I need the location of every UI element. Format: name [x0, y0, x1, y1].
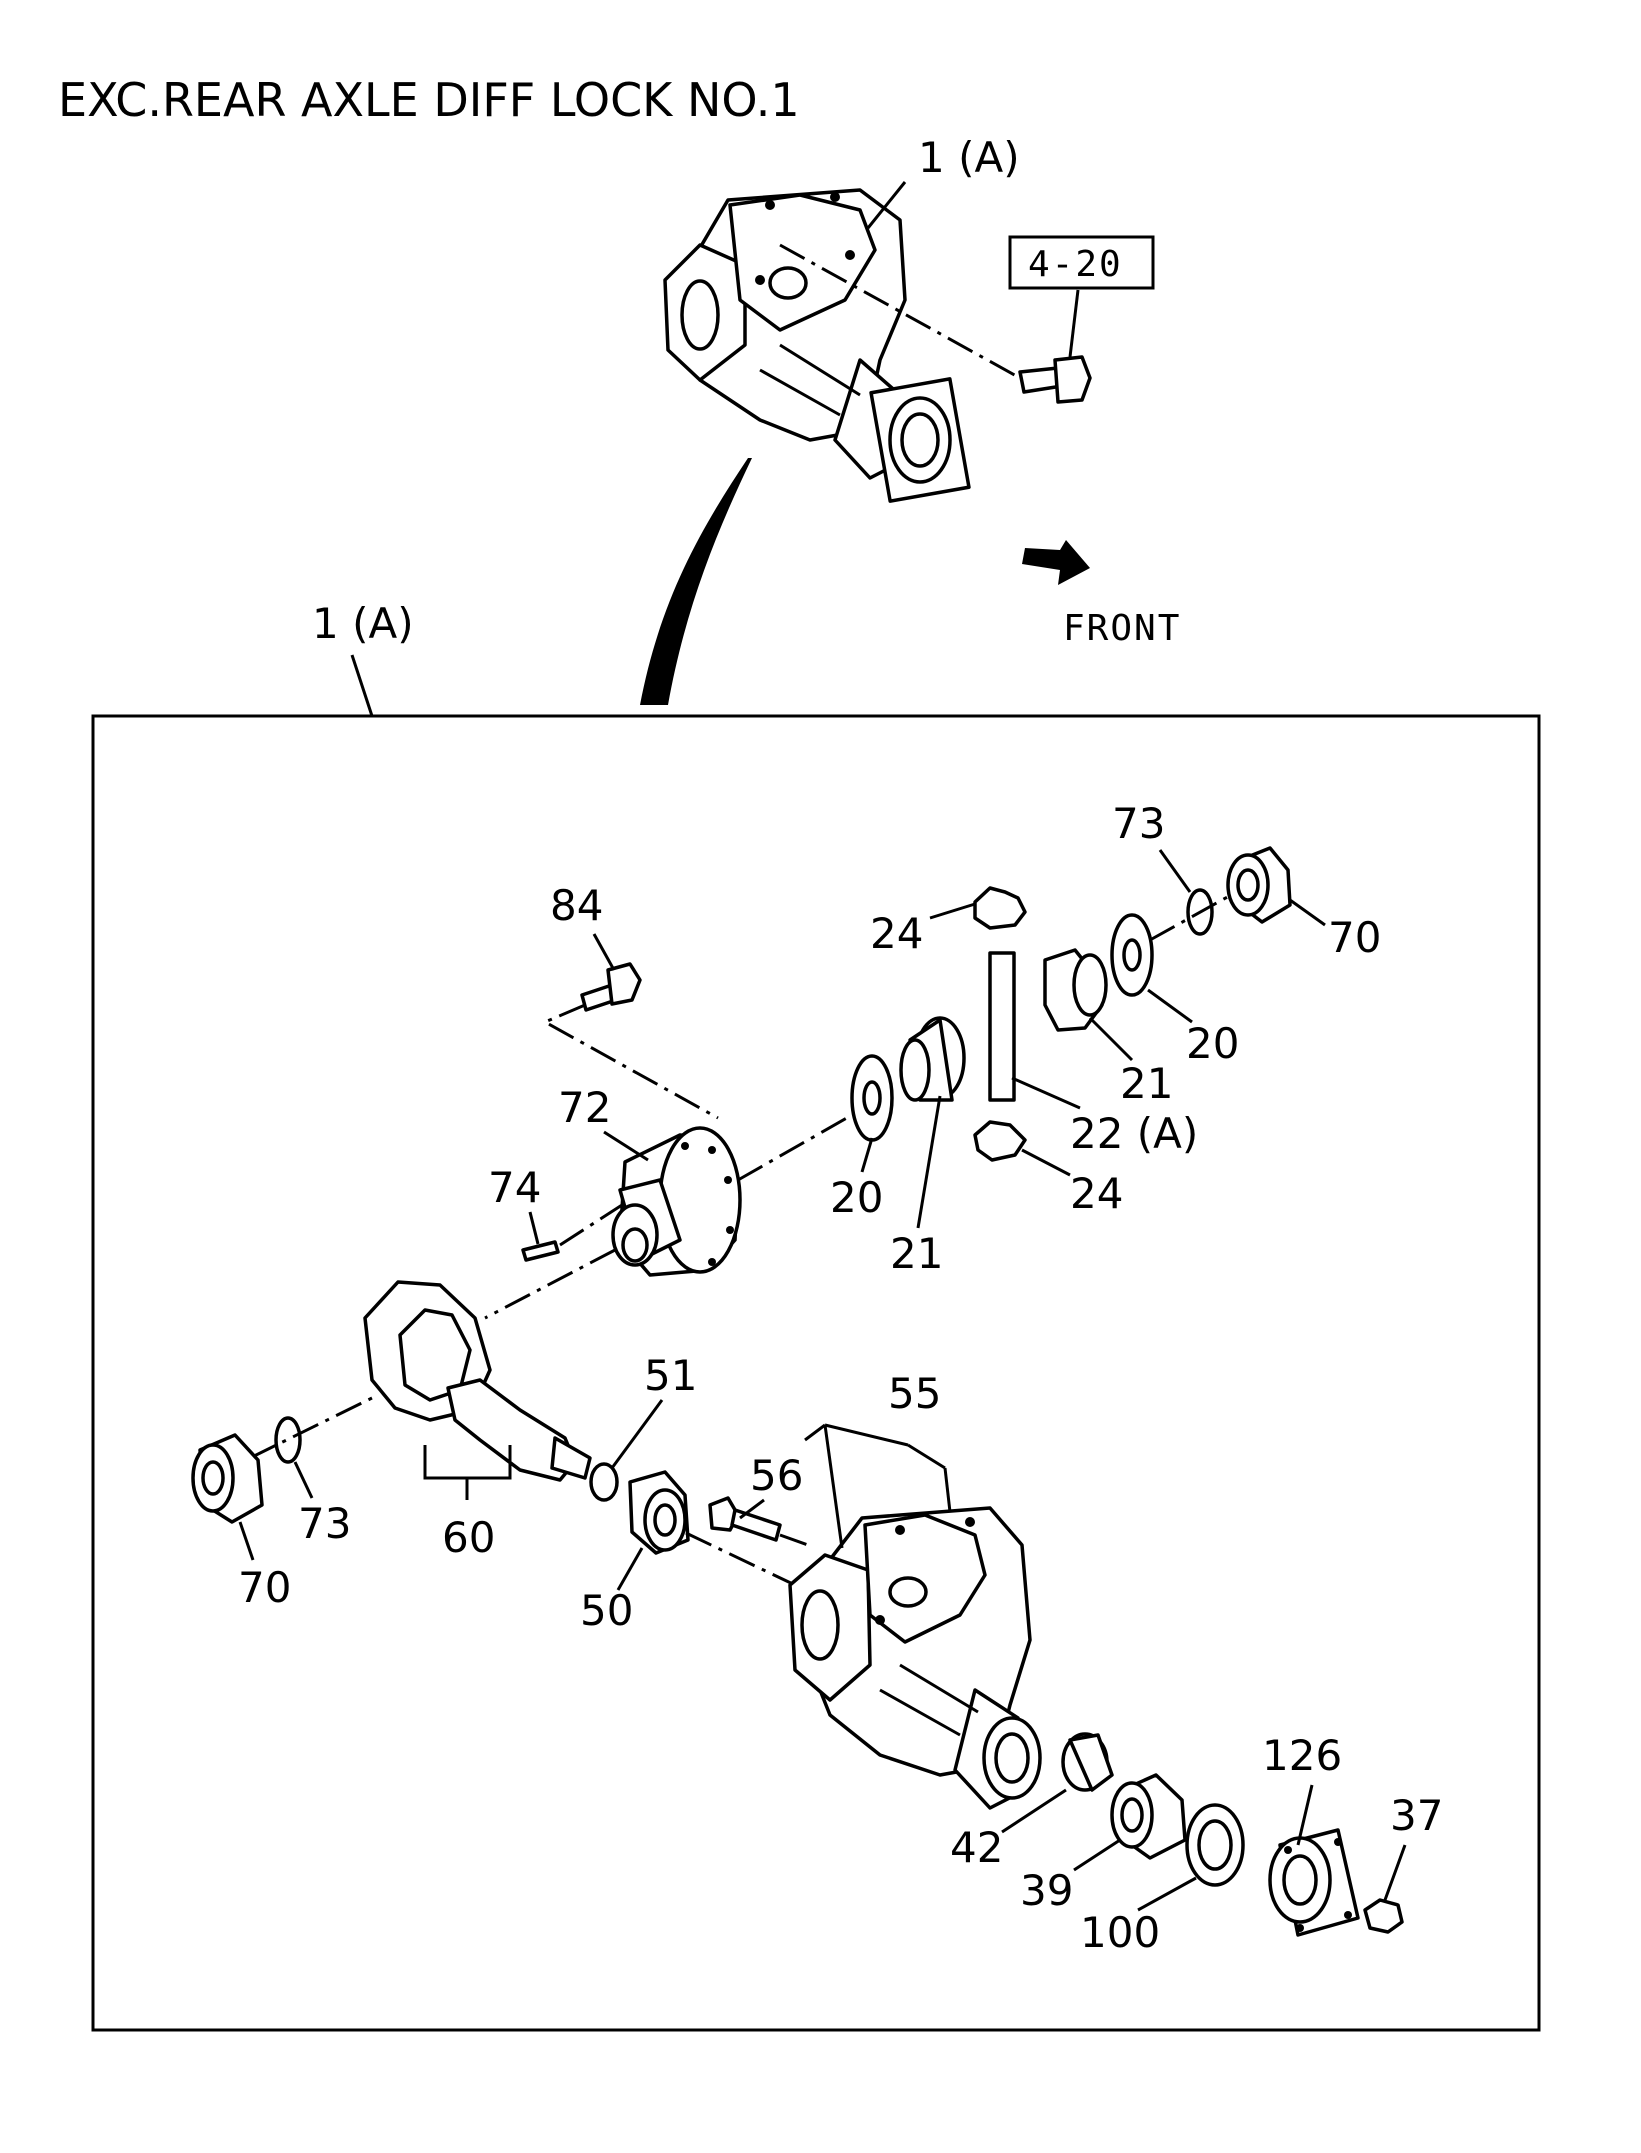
- callout-72: 72: [558, 1083, 611, 1132]
- part-73-left-shim: [274, 1416, 302, 1464]
- part-50-bearing: [628, 1470, 690, 1555]
- expansion-curve: [640, 458, 752, 705]
- diagram-title: EXC.REAR AXLE DIFF LOCK NO.1: [58, 73, 800, 127]
- part-55-carrier-housing: [788, 1506, 1042, 1810]
- front-label: FRONT: [1063, 608, 1181, 649]
- front-arrow-icon: [1022, 540, 1090, 585]
- dash-56-to-carrier: [779, 1533, 809, 1547]
- part-20-center-washer: [850, 1054, 894, 1142]
- callout-21-center: 21: [890, 1229, 943, 1278]
- part-51-ring: [589, 1462, 619, 1502]
- callout-37: 37: [1390, 1791, 1443, 1840]
- part-39-bearing: [1110, 1773, 1187, 1860]
- part-84-bolt: [580, 962, 642, 1012]
- dash-bolt-to-housing: [779, 243, 1021, 380]
- leader-56: [739, 1498, 765, 1520]
- part-22a-shaft: [988, 951, 1016, 1102]
- leader-20-right: [1147, 988, 1193, 1024]
- reference-bolt: [1018, 355, 1092, 404]
- part-24-top-pinion: [973, 886, 1027, 930]
- leader-55-top: [824, 1423, 909, 1447]
- leader-1a-top: [866, 181, 907, 229]
- callout-1a-frame: 1 (A): [312, 599, 414, 648]
- callout-42: 42: [950, 1823, 1003, 1872]
- leader-51: [610, 1399, 664, 1469]
- leader-84: [592, 933, 616, 971]
- part-20-right-washer: [1110, 913, 1154, 997]
- dash-left-stack: [249, 1396, 373, 1460]
- callout-51: 51: [644, 1351, 697, 1400]
- callout-73-left: 73: [298, 1499, 351, 1548]
- dash-right-stack: [1149, 888, 1241, 942]
- callout-24-bottom: 24: [1070, 1169, 1123, 1218]
- leader-21-right: [1088, 1016, 1134, 1062]
- leader-126: [1296, 1784, 1314, 1846]
- part-74-pin: [521, 1240, 560, 1262]
- leader-73-right: [1158, 849, 1192, 893]
- callout-39: 39: [1020, 1866, 1073, 1915]
- callout-74: 74: [488, 1163, 541, 1212]
- leader-70-left: [238, 1521, 255, 1561]
- part-21-right-side-gear: [1043, 948, 1108, 1032]
- leader-39: [1073, 1838, 1121, 1872]
- dash-84-to-72: [541, 1003, 719, 1120]
- leader-100: [1137, 1876, 1197, 1912]
- dash-case-to-washer: [737, 1113, 853, 1182]
- part-37-nut: [1363, 1898, 1404, 1934]
- leader-70-right: [1289, 898, 1326, 927]
- part-56-bolt: [708, 1496, 782, 1542]
- leader-22a: [1011, 1076, 1081, 1110]
- leader-55-left: [823, 1424, 844, 1549]
- leader-72: [603, 1130, 649, 1162]
- callout-50: 50: [580, 1586, 633, 1635]
- leader-55-right: [943, 1467, 952, 1513]
- leader-73-left: [293, 1461, 314, 1499]
- callout-20-center: 20: [830, 1173, 883, 1222]
- part-70-left-bearing: [191, 1433, 264, 1524]
- leader-55-mid: [907, 1443, 946, 1470]
- dash-case-to-ring-gear: [484, 1248, 616, 1320]
- callout-60: 60: [442, 1513, 495, 1562]
- callout-84: 84: [550, 881, 603, 930]
- part-70-right-bearing: [1226, 846, 1292, 924]
- leader-42: [1001, 1788, 1067, 1834]
- leader-55-to-56: [804, 1423, 826, 1442]
- callout-55: 55: [888, 1369, 941, 1418]
- leader-37: [1383, 1844, 1407, 1901]
- part-24-bottom-pinion: [973, 1120, 1027, 1162]
- reference-box: [1008, 235, 1155, 290]
- leader-1a-frame: [350, 654, 374, 717]
- leader-ref-box: [1068, 289, 1080, 358]
- part-60-ring-gear-pinion: [363, 1280, 592, 1482]
- leader-74: [528, 1211, 540, 1245]
- part-72-diff-case: [611, 1126, 742, 1277]
- leader-24-top: [929, 902, 976, 920]
- callout-100: 100: [1080, 1908, 1160, 1957]
- part-42-spacer: [1061, 1732, 1114, 1792]
- exploded-view-frame: [91, 714, 1541, 2032]
- part-126-flange: [1268, 1828, 1360, 1937]
- callout-56: 56: [750, 1451, 803, 1500]
- part-21-center-side-gear: [899, 1016, 966, 1102]
- callout-24-top: 24: [870, 909, 923, 958]
- callout-20-right: 20: [1186, 1019, 1239, 1068]
- part-100-oil-seal: [1185, 1803, 1245, 1887]
- leader-20-center: [860, 1137, 874, 1173]
- dash-50-to-carrier: [685, 1531, 796, 1587]
- callout-126: 126: [1262, 1731, 1342, 1780]
- callout-1a-top: 1 (A): [918, 133, 1020, 182]
- dash-74-to-72: [559, 1203, 623, 1247]
- leader-21-center: [916, 1095, 942, 1229]
- callout-70-right: 70: [1328, 913, 1381, 962]
- callout-70-left: 70: [238, 1563, 291, 1612]
- leader-24-bottom: [1021, 1148, 1071, 1177]
- reference-box-text: 4-20: [1028, 244, 1123, 285]
- callout-21-right: 21: [1120, 1059, 1173, 1108]
- assembled-housing-drawing: [663, 188, 971, 503]
- leader-50: [616, 1547, 644, 1591]
- callout-22a: 22 (A): [1070, 1109, 1198, 1158]
- callout-73-right: 73: [1112, 799, 1165, 848]
